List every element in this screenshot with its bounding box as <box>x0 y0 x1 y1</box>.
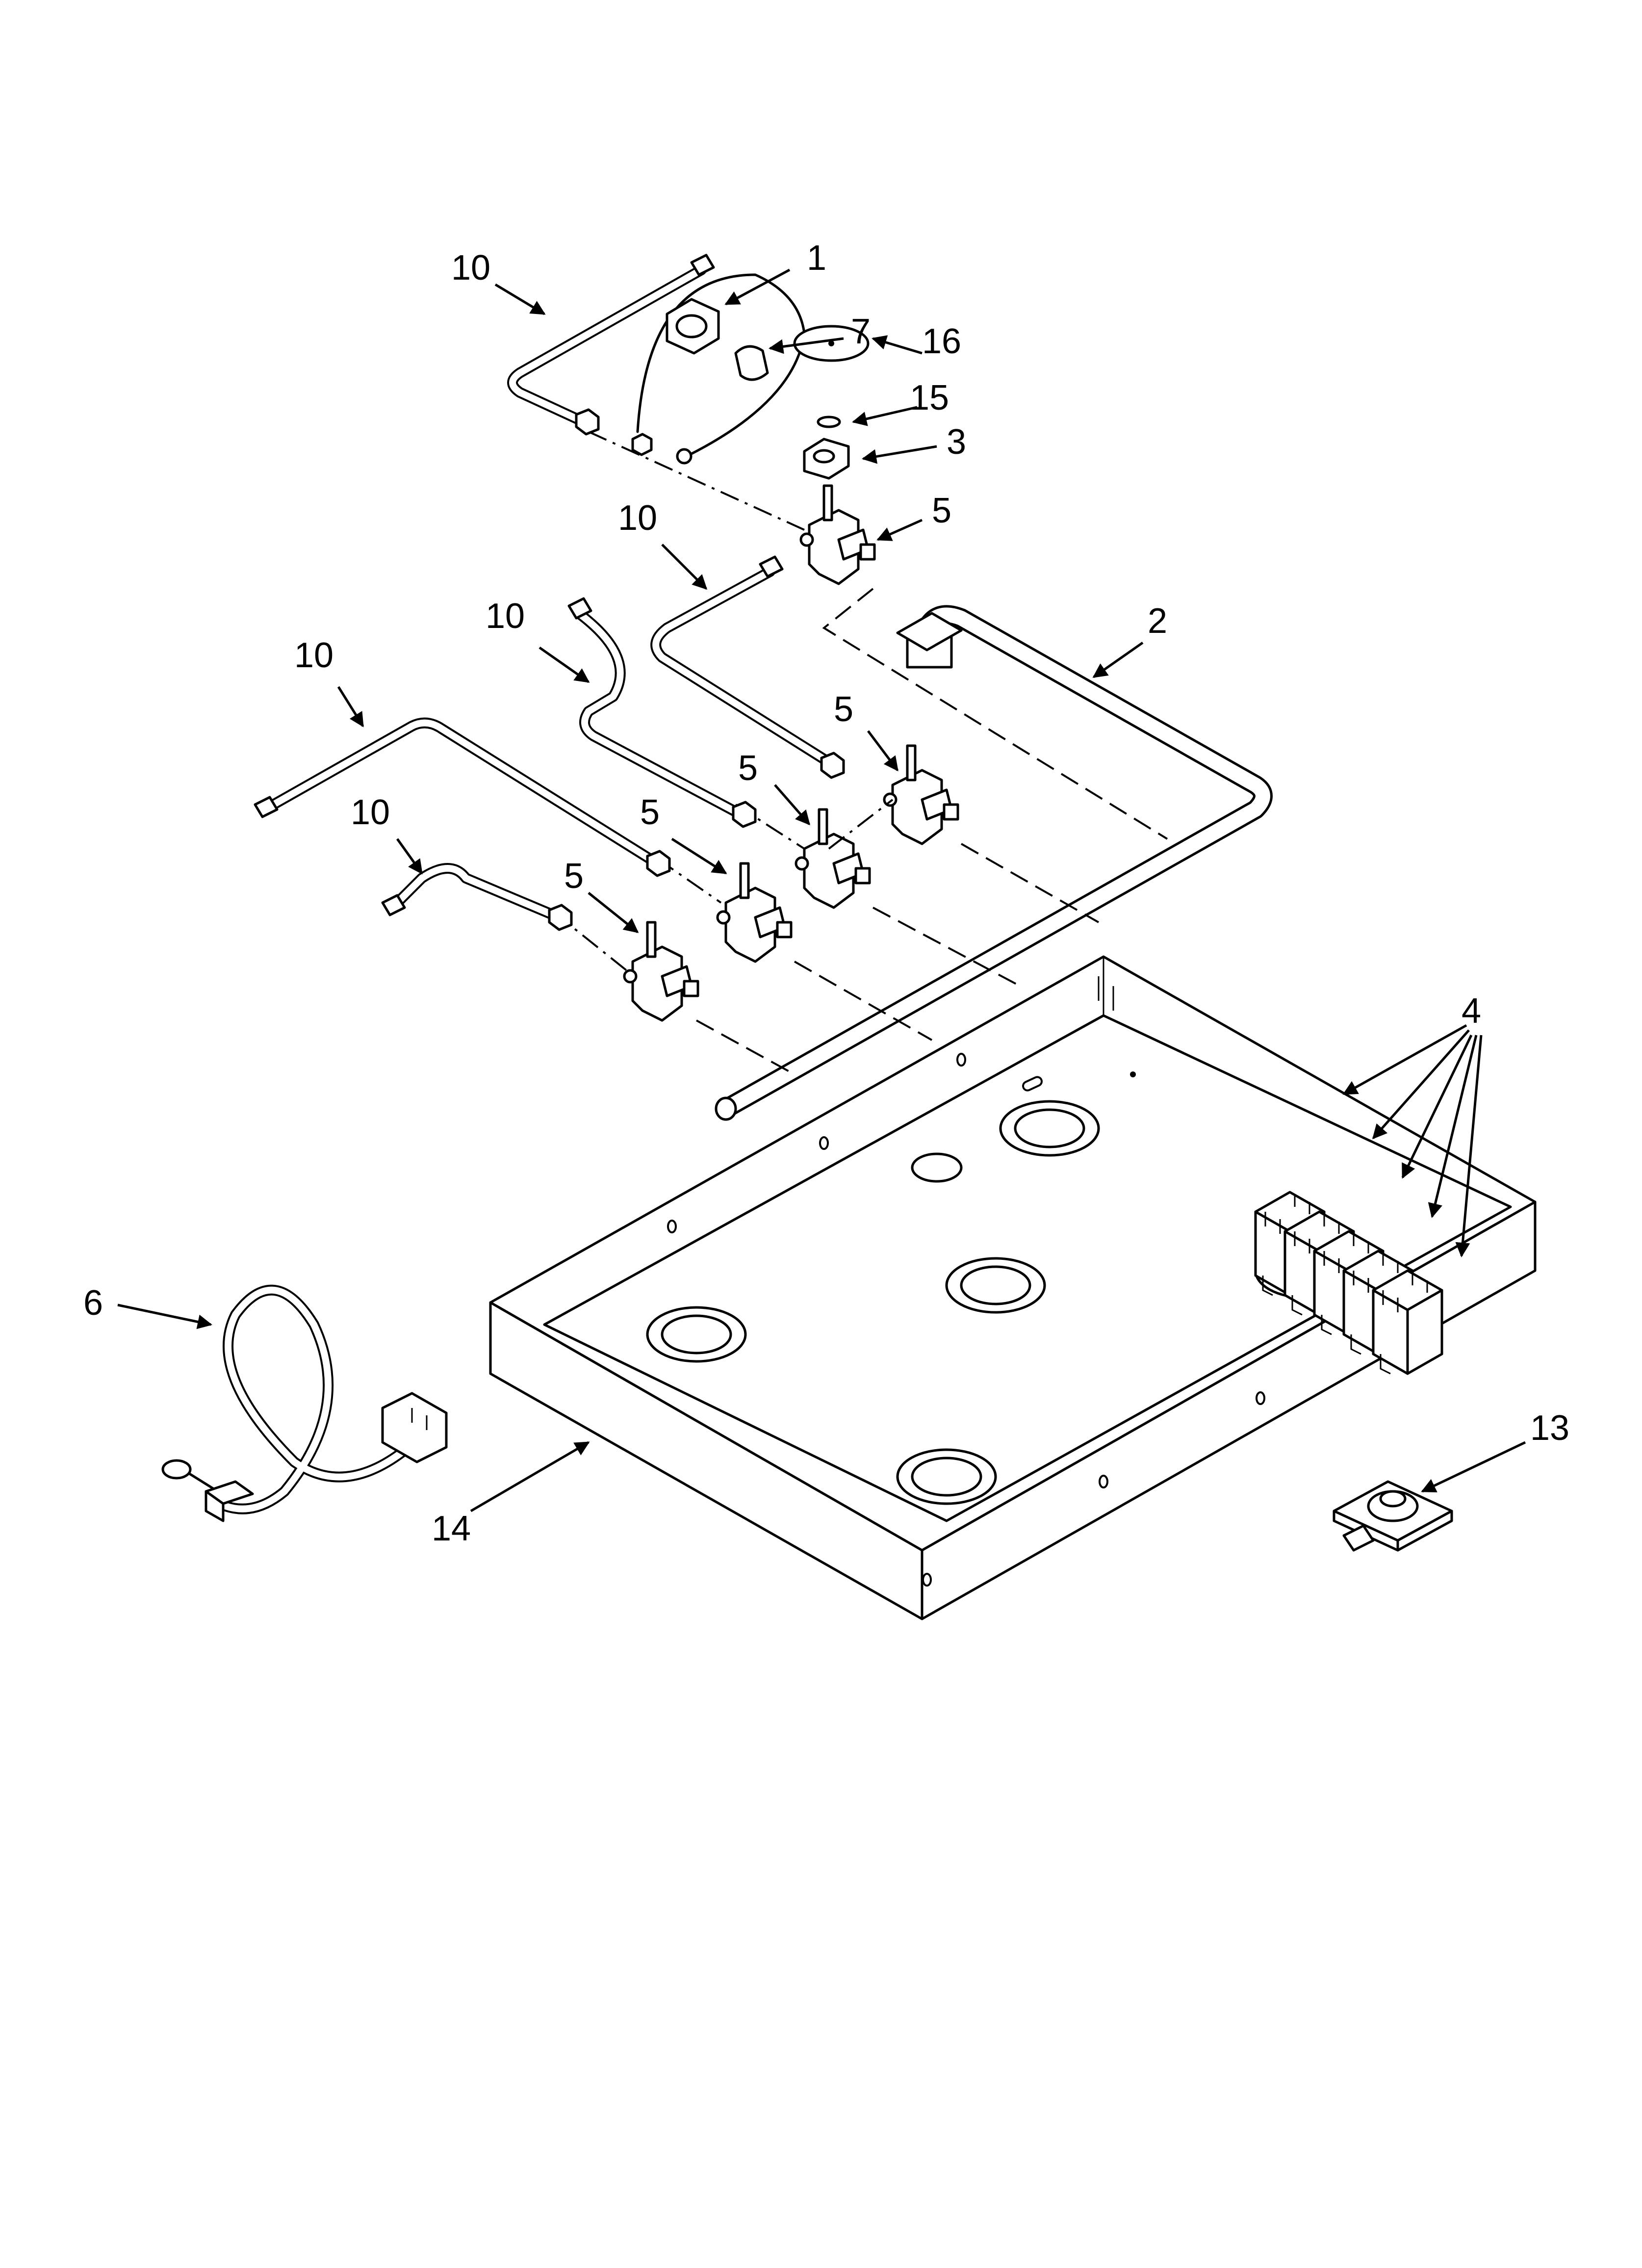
spark-module <box>1333 1480 1453 1552</box>
callout-10: 10 <box>486 597 525 636</box>
gas-valve <box>883 744 959 845</box>
callout-5: 5 <box>564 857 584 896</box>
leader-lines <box>117 268 1526 1512</box>
callout-10: 10 <box>351 793 390 832</box>
callout-1: 1 <box>807 238 826 278</box>
callout-2: 2 <box>1148 601 1167 641</box>
gas-valves <box>623 484 959 1022</box>
callout-16: 16 <box>922 322 961 361</box>
burner-tubes <box>254 254 845 931</box>
callout-labels: 1 7 16 15 3 5 10 10 10 10 10 2 5 5 5 5 4… <box>83 238 1569 1548</box>
callout-10: 10 <box>451 248 490 287</box>
callout-4: 4 <box>1462 991 1481 1031</box>
callout-5: 5 <box>738 749 758 788</box>
callout-7: 7 <box>851 312 871 351</box>
mounting-holes <box>667 976 1395 1587</box>
callout-5: 5 <box>932 491 951 530</box>
gas-manifold-tube <box>715 605 1273 1121</box>
orifice-detail-circle <box>631 273 806 465</box>
callout-5: 5 <box>640 793 660 832</box>
callout-10: 10 <box>294 636 334 675</box>
igniter-switches <box>1254 1191 1443 1375</box>
assembly-lines <box>553 431 1168 1075</box>
callout-13: 13 <box>1530 1408 1569 1448</box>
power-cord <box>161 1284 448 1522</box>
gas-valve <box>799 484 876 585</box>
callout-14: 14 <box>432 1509 471 1548</box>
callout-3: 3 <box>947 422 966 462</box>
valve-small-parts <box>793 325 870 480</box>
gas-valve <box>795 808 871 909</box>
callout-5: 5 <box>834 690 853 729</box>
gas-valve <box>623 921 699 1022</box>
gas-valve <box>716 862 793 963</box>
callout-10: 10 <box>618 498 657 538</box>
callout-6: 6 <box>83 1283 103 1323</box>
tube-fittings <box>254 254 845 931</box>
callout-15: 15 <box>910 378 949 417</box>
